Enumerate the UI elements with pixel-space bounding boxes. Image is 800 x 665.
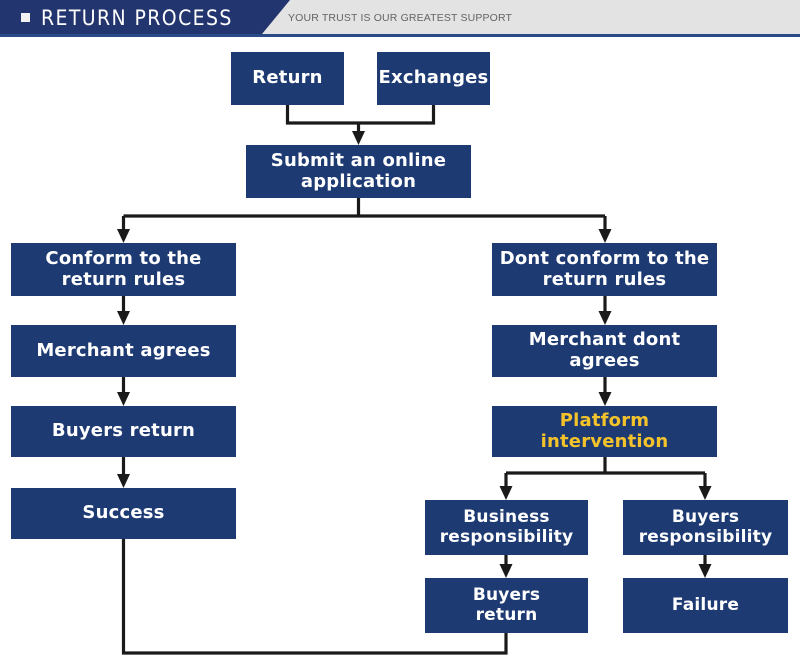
square-bullet-icon: [21, 13, 30, 22]
node-label: Submit an online application: [270, 149, 447, 192]
node-platform-intervention[interactable]: Platform intervention: [492, 406, 717, 457]
node-label: Return: [252, 67, 323, 89]
arrowhead-buyers-return-left: [117, 392, 130, 406]
node-label: Conform to the return rules: [45, 247, 202, 290]
node-merchant-agrees[interactable]: Merchant agrees: [11, 325, 236, 377]
header-navy-banner: [0, 0, 290, 34]
node-buyers-return-left[interactable]: Buyers return: [11, 406, 236, 457]
arrowhead-buyers-return-bottom: [499, 564, 513, 578]
node-failure[interactable]: Failure: [623, 578, 788, 633]
node-success[interactable]: Success: [11, 488, 236, 539]
node-exchanges[interactable]: Exchanges: [377, 52, 490, 105]
node-buyers-return-bottom[interactable]: Buyers return: [425, 578, 588, 633]
node-label: Merchant dont agrees: [528, 329, 681, 371]
node-label: Platform intervention: [540, 409, 669, 452]
node-label: Buyers return: [472, 584, 541, 625]
node-label: Business responsibility: [439, 506, 574, 547]
node-conform-to-return-rules[interactable]: Conform to the return rules: [11, 243, 236, 296]
arrowhead-merchant-dont: [598, 311, 612, 325]
arrowhead-business-resp: [499, 486, 513, 500]
arrowhead-merchant-agrees: [117, 311, 130, 325]
arrowhead-buyers-resp: [698, 486, 712, 500]
edge-return-exchanges-merge: [285, 105, 436, 125]
node-label: Dont conform to the return rules: [499, 247, 710, 290]
node-return[interactable]: Return: [231, 52, 344, 105]
node-label: Exchanges: [378, 67, 489, 89]
arrowhead-submit: [352, 131, 365, 145]
node-label: Buyers responsibility: [638, 506, 773, 547]
header-underline: [0, 34, 800, 37]
node-submit-application[interactable]: Submit an online application: [246, 145, 471, 198]
node-buyers-responsibility[interactable]: Buyers responsibility: [623, 500, 788, 555]
node-label: Buyers return: [51, 420, 196, 442]
arrowhead-failure: [698, 564, 712, 578]
node-label: Merchant agrees: [36, 339, 211, 361]
header-tagline: YOUR TRUST IS OUR GREATEST SUPPORT: [288, 12, 513, 24]
page-title: RETURN PROCESS: [41, 6, 233, 30]
node-label: Success: [82, 502, 165, 524]
node-business-responsibility[interactable]: Business responsibility: [425, 500, 588, 555]
arrowhead-dont-conform: [598, 229, 612, 243]
node-dont-conform-to-return-rules[interactable]: Dont conform to the return rules: [492, 243, 717, 296]
arrowhead-conform: [117, 229, 130, 243]
node-merchant-dont-agrees[interactable]: Merchant dont agrees: [492, 325, 717, 377]
arrowhead-platform: [598, 392, 612, 406]
arrowhead-success: [117, 474, 130, 488]
node-label: Failure: [671, 594, 740, 615]
